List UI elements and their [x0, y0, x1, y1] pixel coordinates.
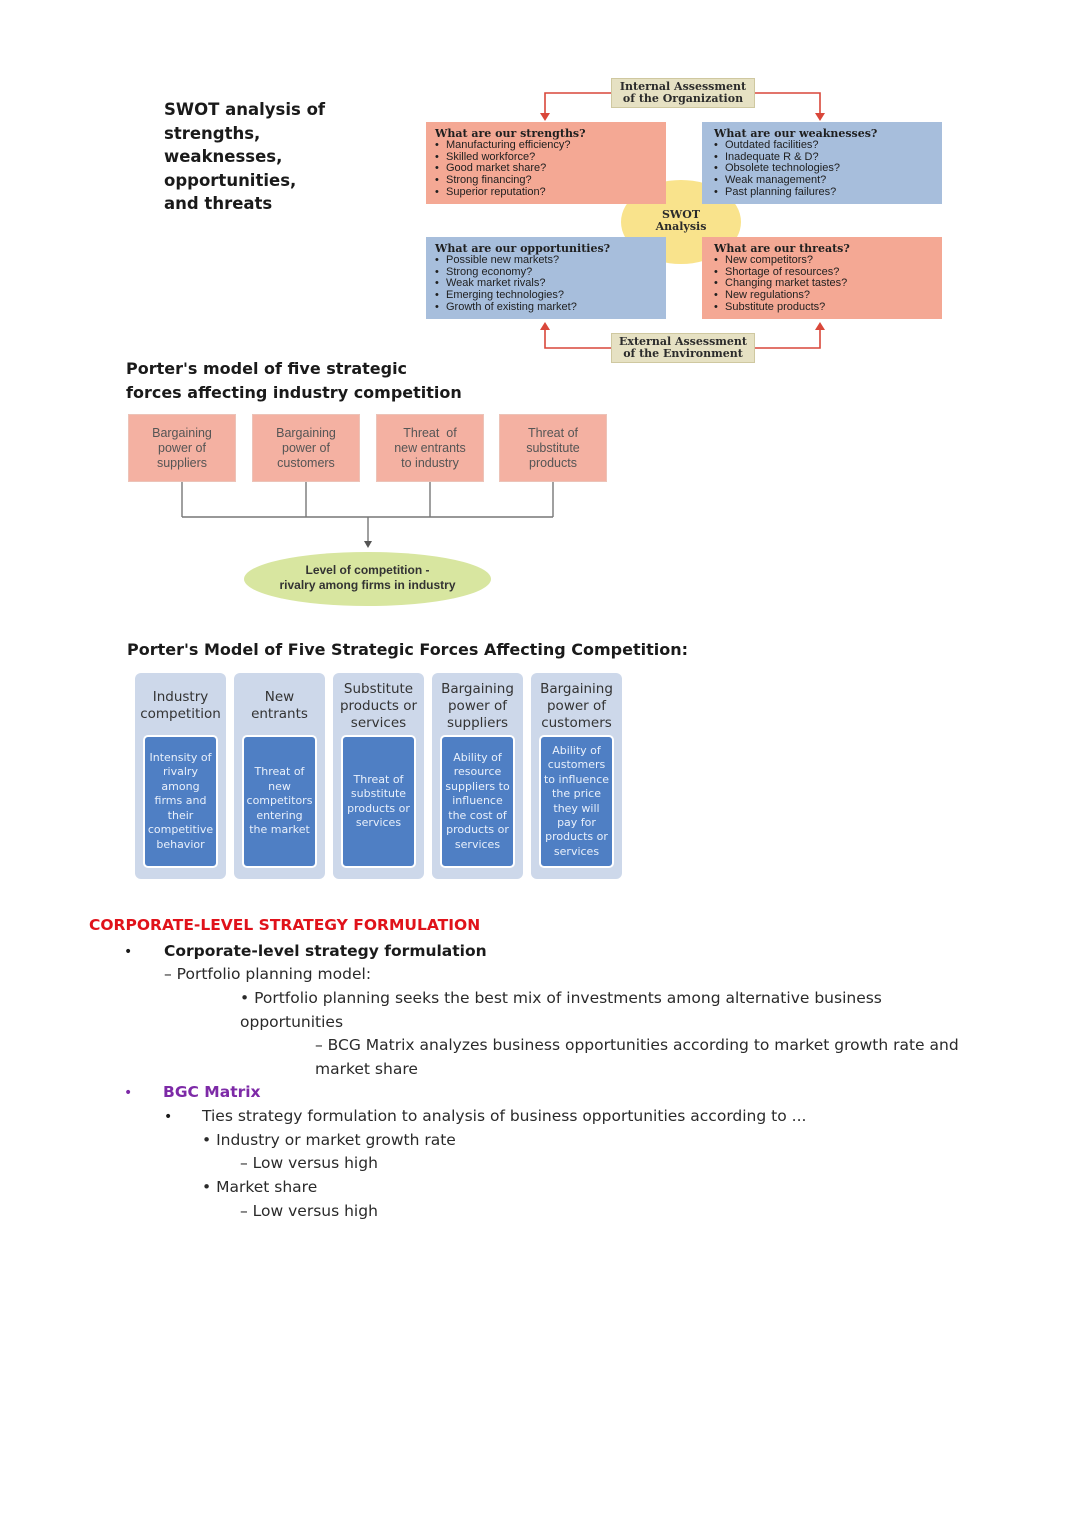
external-assessment-tag: External Assessment of the Environment [611, 333, 755, 363]
porter2-title: Porter's Model of Five Strategic Forces … [127, 640, 688, 659]
market-share-line: • Market share [202, 1178, 318, 1196]
list-item: Possible new markets? [435, 254, 666, 267]
list-item: Strong financing? [435, 174, 666, 187]
bcg-matrix-line-cont: market share [315, 1060, 418, 1078]
bullet-icon: • [124, 1085, 133, 1101]
bullet-corporate-level: Corporate-level strategy formulation [164, 942, 487, 960]
list-item: Superior reputation? [435, 186, 666, 199]
list-item: Skilled workforce? [435, 151, 666, 164]
share-low-high-line: – Low versus high [240, 1202, 378, 1220]
rivalry-label: Level of competition - rivalry among fir… [279, 563, 456, 592]
list-item: Good market share? [435, 163, 666, 175]
list-item: New regulations? [714, 289, 942, 302]
list-item: Outdated facilities? [714, 139, 942, 152]
section-heading: CORPORATE-LEVEL STRATEGY FORMULATION [89, 916, 481, 934]
portfolio-planning-line: • Portfolio planning seeks the best mix … [240, 989, 882, 1007]
list-item: New competitors? [714, 254, 942, 267]
list-item: Substitute products? [714, 301, 942, 314]
weaknesses-quadrant: What are our weaknesses? Outdated facili… [702, 122, 942, 204]
bullet-icon: • [124, 944, 133, 960]
list-item: Past planning failures? [714, 186, 942, 199]
growth-low-high-line: – Low versus high [240, 1154, 378, 1172]
swot-caption: SWOT analysis of strengths, weaknesses, … [164, 100, 326, 213]
force-connectors [181, 482, 554, 548]
bcg-matrix-line: – BCG Matrix analyzes business opportuni… [315, 1036, 959, 1054]
list-item: Strong economy? [435, 266, 666, 279]
porter-caption: Porter's model of five strategic forces … [126, 359, 462, 402]
ties-strategy-line: Ties strategy formulation to analysis of… [202, 1107, 807, 1125]
list-item: Growth of existing market? [435, 301, 666, 314]
opportunities-quadrant: What are our opportunities? Possible new… [426, 237, 666, 319]
portfolio-planning-line-cont: opportunities [240, 1013, 344, 1031]
swot-center-label: SWOT Analysis [655, 208, 707, 233]
bgc-matrix-heading: BGC Matrix [163, 1083, 261, 1101]
list-item: Weak market rivals? [435, 278, 666, 290]
bullet-icon: • [164, 1109, 173, 1125]
list-item: Obsolete technologies? [714, 163, 942, 175]
strengths-quadrant: What are our strengths? Manufacturing ef… [426, 122, 666, 204]
swot-arrows [540, 92, 825, 349]
list-item: Manufacturing efficiency? [435, 139, 666, 152]
list-item: Weak management? [714, 174, 942, 187]
list-item: Emerging technologies? [435, 289, 666, 302]
list-item: Inadequate R & D? [714, 151, 942, 164]
growth-rate-line: • Industry or market growth rate [202, 1131, 456, 1149]
list-item: Changing market tastes? [714, 278, 942, 290]
list-item: Shortage of resources? [714, 266, 942, 279]
portfolio-model-line: – Portfolio planning model: [164, 965, 372, 983]
internal-assessment-tag: Internal Assessment of the Organization [611, 78, 755, 108]
threats-quadrant: What are our threats? New competitors? S… [702, 237, 942, 319]
rivalry-ellipse [244, 552, 491, 606]
